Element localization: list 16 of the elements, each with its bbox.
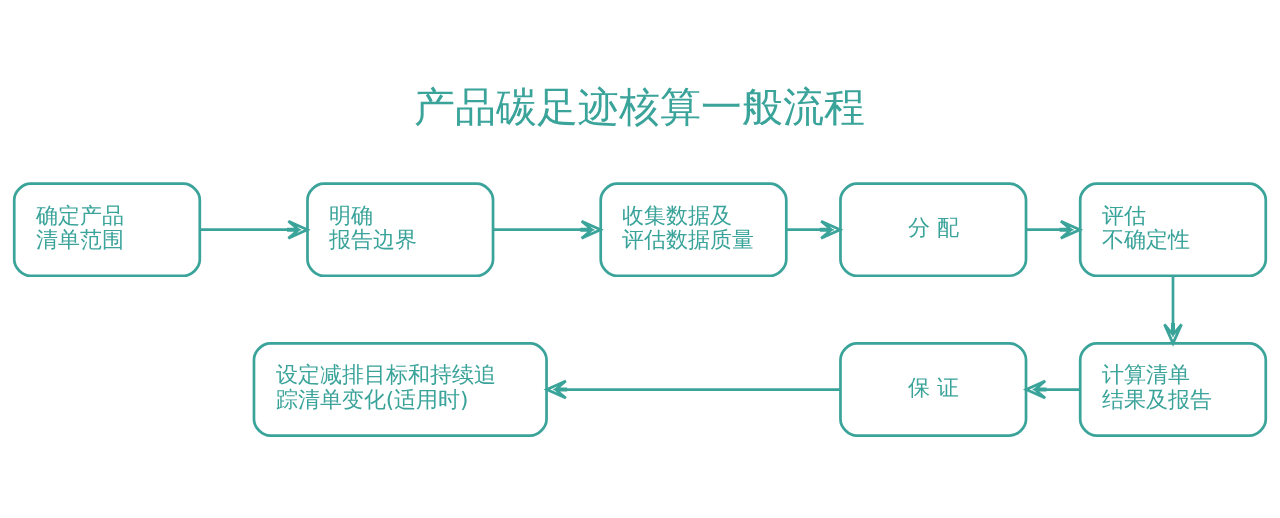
node-box: 评估不确定性: [1078, 181, 1268, 277]
node-box: 计算清单结果及报告: [1078, 341, 1268, 437]
arrow: [1024, 379, 1080, 399]
node-box: 明确报告边界: [306, 181, 495, 277]
node-box: 分 配: [839, 181, 1028, 277]
node-box: 确定产品清单范围: [12, 181, 202, 277]
arrow: [199, 219, 309, 240]
arrow: [1163, 275, 1183, 345]
node-box: 保 证: [839, 341, 1028, 437]
node-box: 设定减排目标和持续追踪清单变化(适用时): [252, 341, 548, 437]
arrow: [545, 379, 841, 399]
diagram-title: 产品碳足迹核算一般流程: [414, 82, 866, 131]
arrow: [1026, 219, 1082, 240]
arrow: [493, 219, 602, 240]
node-box: 收集数据及评估数据质量: [599, 181, 788, 277]
arrow: [786, 219, 842, 240]
